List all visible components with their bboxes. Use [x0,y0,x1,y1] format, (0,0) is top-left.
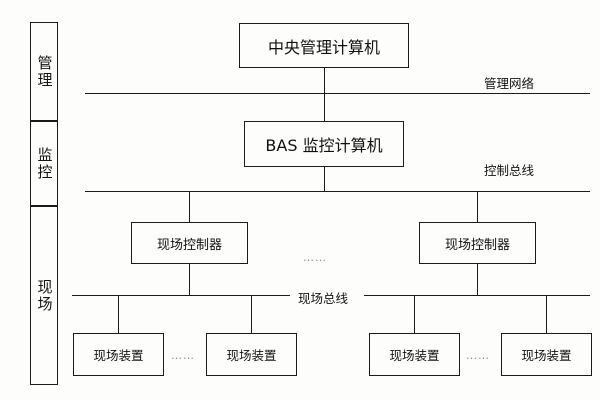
ellipsis-between-controllers: …… [303,251,327,264]
wire-field-bus-to-device-2 [251,295,252,333]
bus-label-management-network: 管理网络 [484,76,535,91]
ellipsis-between-devices-right: …… [466,349,490,362]
layer-label-field: 现场 [35,278,54,313]
bus-label-control: 控制总线 [484,163,535,178]
wire-bas-to-control-bus [324,167,325,191]
node-label-field-controller-1: 现场控制器 [156,237,222,253]
wire-central-to-management-network [324,68,325,93]
bus-field-left-segment [72,295,290,296]
wire-field-bus-to-device-3 [414,295,415,333]
wire-control-bus-to-controller-2 [477,191,478,222]
node-field-controller-1: 现场控制器 [131,222,248,264]
wire-field-bus-to-device-4 [546,295,547,333]
layer-box-supervision: 监控 [30,121,58,206]
node-field-device-2: 现场装置 [206,333,297,376]
node-label-field-device-2: 现场装置 [226,348,277,363]
node-bas-supervision-computer: BAS 监控计算机 [244,121,404,167]
layer-label-management: 管理 [35,54,54,89]
node-central-management-computer: 中央管理计算机 [239,23,409,68]
ellipsis-between-devices-left: …… [171,349,195,362]
layer-label-supervision: 监控 [35,146,54,181]
node-label-field-device-3: 现场装置 [389,348,440,363]
wire-management-network-to-bas [324,93,325,121]
wire-controller-1-to-field-bus [189,264,190,295]
wire-control-bus-to-controller-1 [189,191,190,222]
node-field-device-3: 现场装置 [369,333,460,376]
node-label-bas-supervision-computer: BAS 监控计算机 [265,136,383,155]
wire-field-bus-to-device-1 [118,295,119,333]
bus-management-network [85,93,590,94]
node-field-controller-2: 现场控制器 [419,222,536,264]
wire-controller-2-to-field-bus [477,264,478,295]
node-label-field-device-4: 现场装置 [521,348,572,363]
node-label-central-management-computer: 中央管理计算机 [267,37,380,57]
layer-box-field: 现场 [30,206,58,385]
node-field-device-4: 现场装置 [501,333,592,376]
layer-box-management: 管理 [30,22,58,121]
bus-control [85,191,590,192]
bus-field-right-segment [364,295,590,296]
node-label-field-device-1: 现场装置 [93,348,144,363]
node-label-field-controller-2: 现场控制器 [444,237,510,253]
node-field-device-1: 现场装置 [73,333,164,376]
bus-label-field: 现场总线 [294,288,353,307]
